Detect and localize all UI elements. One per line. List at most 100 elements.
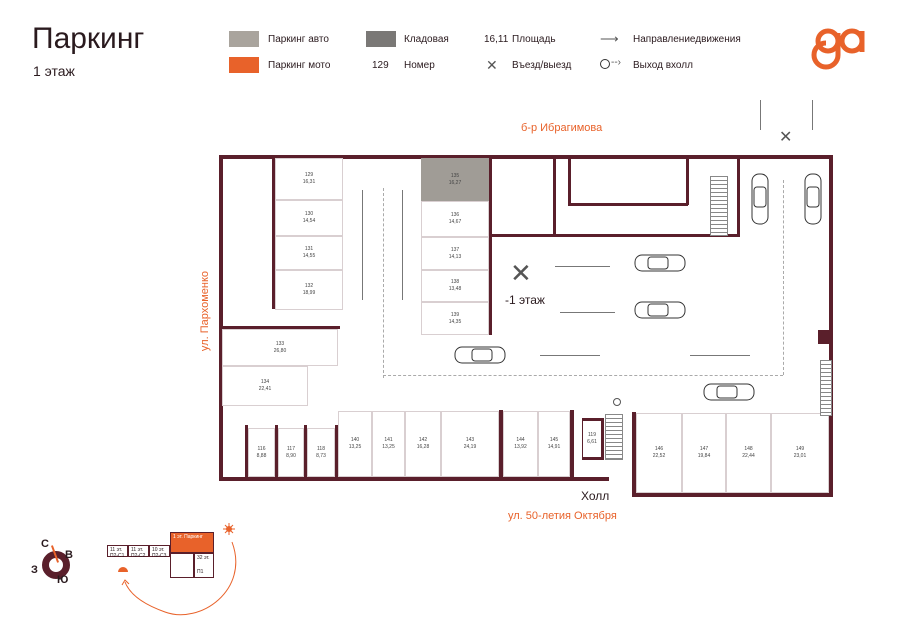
wall [499,410,503,478]
street-top: б-р Ибрагимова [521,122,603,134]
compass-north: С [41,538,49,550]
arrow-down-icon [362,190,363,300]
wall [553,155,556,235]
legend-direction: Направлениедвижения [633,34,741,45]
stairs [820,360,832,416]
arrow-left-icon [540,355,600,356]
wall [272,157,275,309]
unit-number: 118 [317,445,325,452]
unit-area: 6,61 [587,439,597,445]
minimap-building: 10 эт.П2-С3 [149,545,170,559]
unit-area: 16,28 [416,444,430,450]
lane-line [783,180,784,375]
unit-area: 14,35 [448,318,462,325]
legend-number-sample: 129 [372,60,389,71]
sun-path-arc [118,523,237,616]
minimap-code: П2-С3 [152,553,167,559]
wall [219,477,609,481]
unit-number: 130 [304,211,314,217]
unit-area: 23,01 [793,453,807,459]
legend-entry: Въезд/выезд [512,60,572,71]
wall [632,493,832,497]
exit-circle-icon [613,398,621,406]
wall [219,155,833,159]
unit-number: 136 [450,212,460,218]
unit-area: 14,91 [547,444,561,450]
legend-area-sample: 16,11 [484,34,509,45]
compass-east: В [65,549,73,561]
unit-area: 22,44 [742,453,755,459]
car-icon [454,346,506,364]
unit-number: 137 [450,246,460,253]
unit-number: 148 [744,446,753,452]
wall [568,155,571,205]
unit-area: 13,25 [382,444,395,450]
street-left: ул. Пархоменко [199,270,211,352]
arrow-left-icon [560,312,615,313]
minimap-floor: 10 эт. [152,547,165,553]
floor-label: 1 этаж [33,63,75,79]
unit-number: 132 [304,283,314,289]
wall [489,157,492,335]
minimap-block [170,553,194,578]
car-icon [703,383,755,401]
unit-number: 139 [450,311,460,318]
minimap-floor: 11 эт. [131,547,144,553]
unit-area: 14,67 [448,219,462,225]
stairs [605,414,623,460]
brand-logo [811,28,865,70]
unit-number: 140 [350,437,360,443]
unit-area: 16,31 [302,179,316,185]
exit-circle-icon [600,59,610,69]
minimap-code: П1 [197,569,204,575]
wall [304,425,307,479]
wall [829,435,833,497]
wall [570,410,574,478]
unit-area: 19,84 [697,453,711,459]
compass-west: З [31,564,38,576]
minimap-floor: 11 эт. [110,547,123,553]
minimap-building: 11 эт.П2-С2 [128,545,149,559]
car-icon [634,254,686,272]
unit-area: 22,52 [652,453,666,459]
car-icon [634,301,686,319]
unit-number: 135 [450,172,460,179]
legend-moto: Паркинг мото [268,60,331,71]
unit-number: 129 [304,172,314,178]
stairs [710,176,728,236]
unit-number: 119 [588,432,596,438]
unit-number: 143 [465,437,475,443]
legend-area: Площадь [512,34,556,45]
legend-auto: Паркинг авто [268,34,329,45]
legend-exit: Выход вхолл [633,60,693,71]
unit-number: 133 [275,340,285,347]
unit-number: 117 [287,445,295,452]
wall [568,203,688,206]
arrow-down-icon [760,100,761,130]
